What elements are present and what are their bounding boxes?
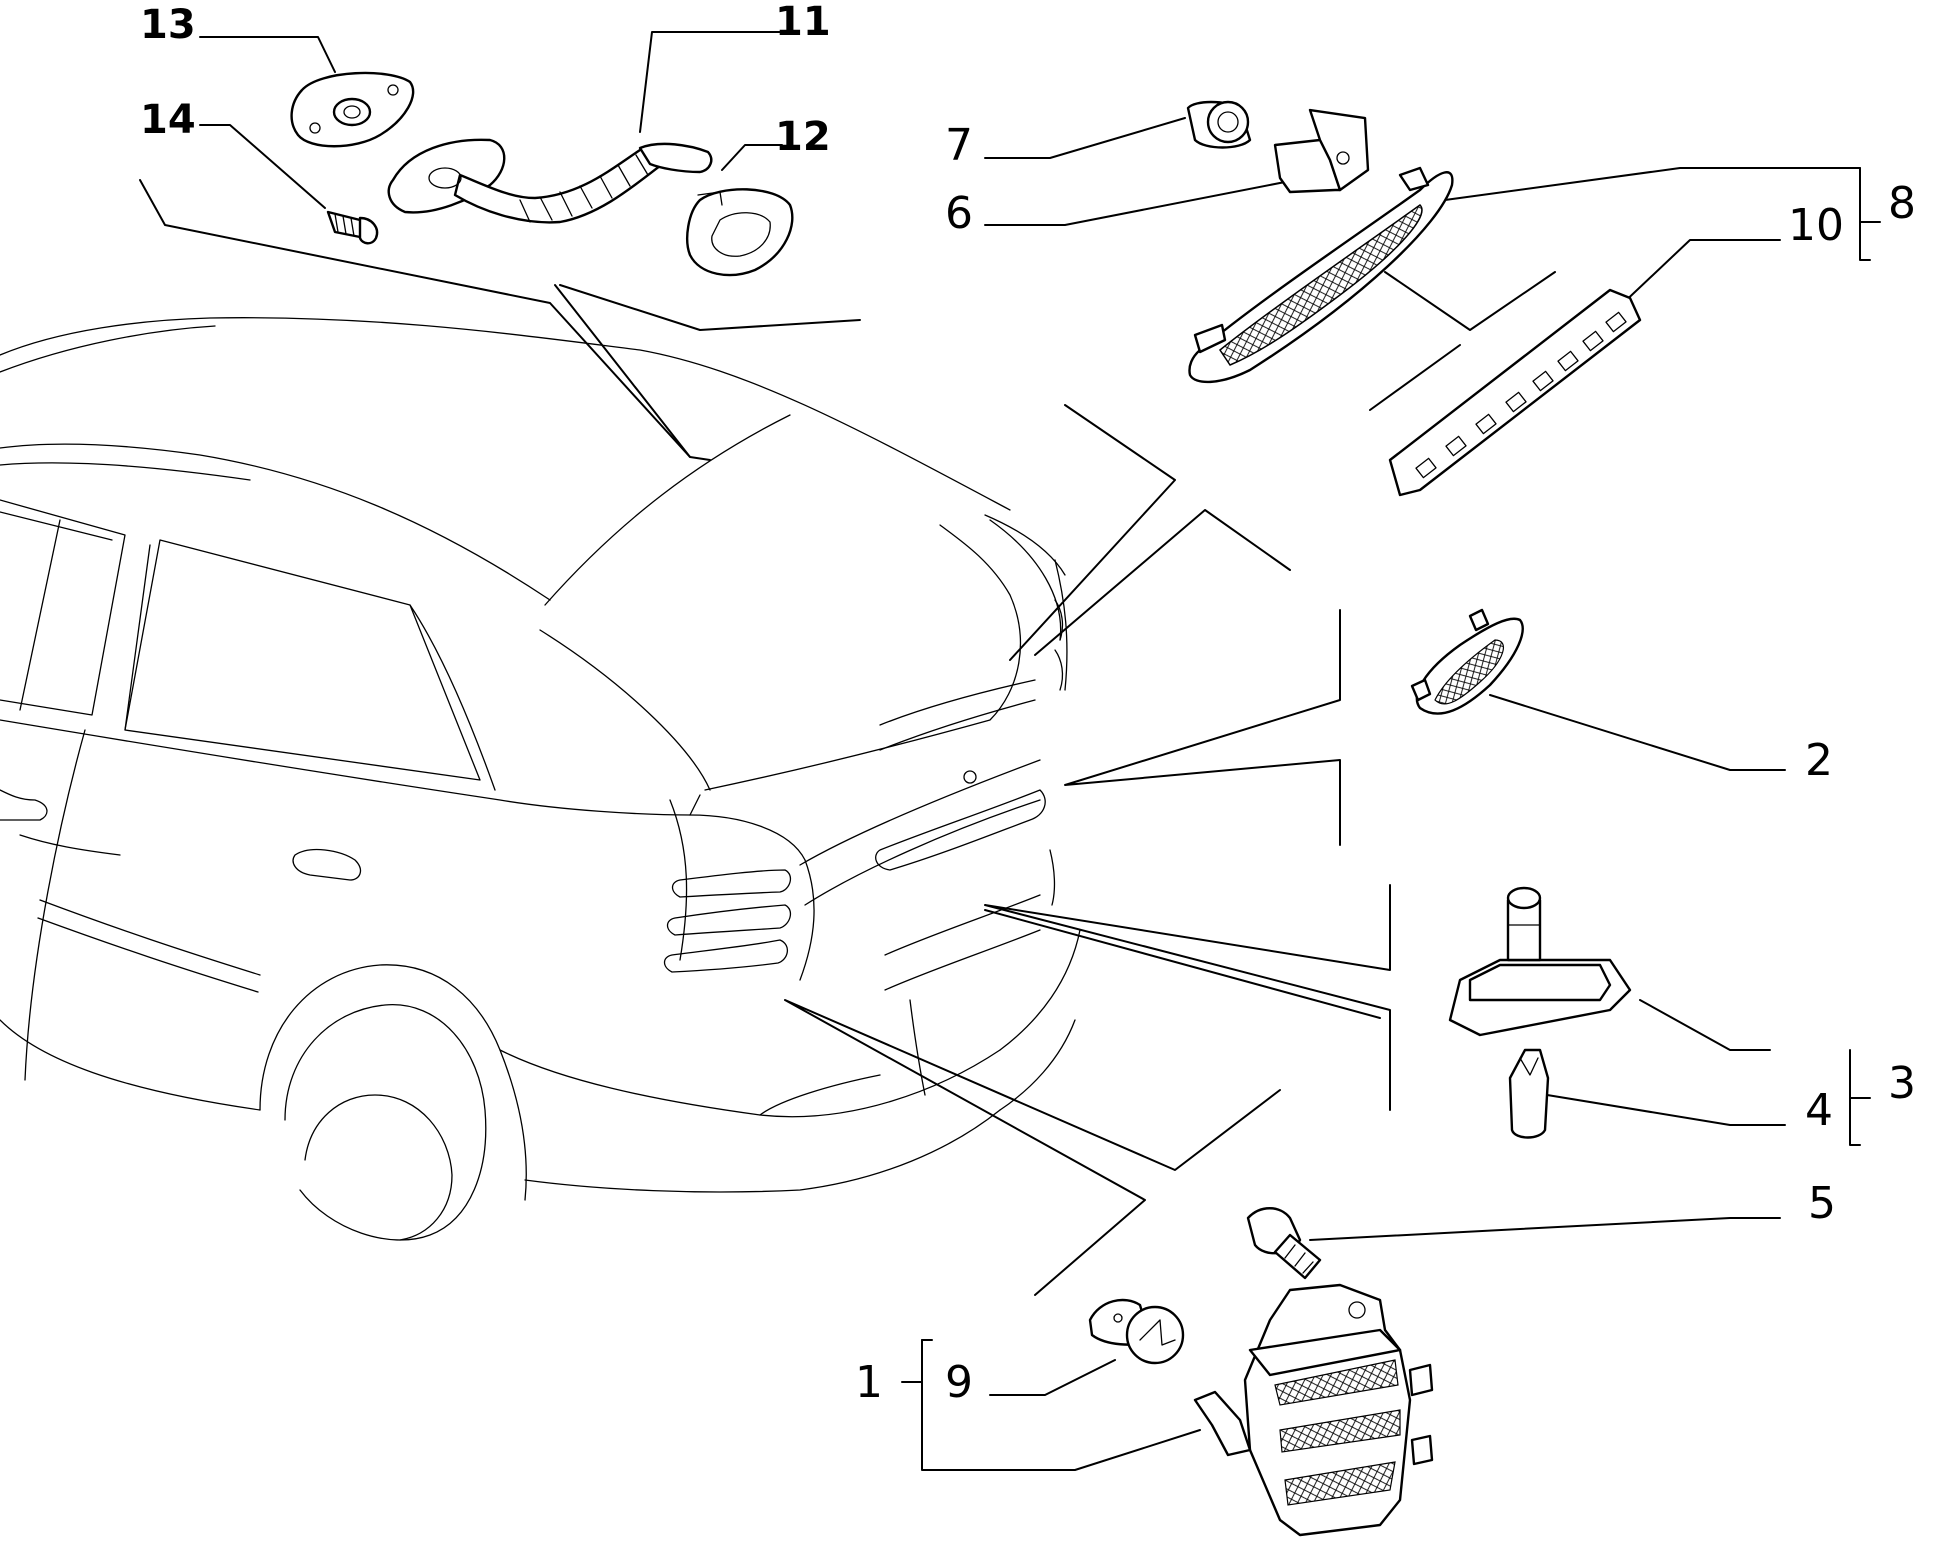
part-12-grommet	[686, 188, 794, 277]
part-2-side-repeater	[1410, 608, 1524, 715]
callout-8: 8	[1888, 178, 1916, 229]
leader-lines	[139, 31, 1881, 1471]
callout-4: 4	[1805, 1085, 1833, 1136]
callout-11: 11	[775, 0, 831, 45]
callout-10: 10	[1788, 200, 1844, 251]
callout-2: 2	[1805, 735, 1833, 786]
part-6-bracket	[1273, 108, 1370, 194]
callout-12: 12	[775, 114, 831, 160]
car-outline	[0, 317, 1081, 1241]
part-4-bulb	[1508, 1048, 1550, 1139]
callout-13: 13	[140, 2, 196, 48]
part-13-gasket	[290, 71, 415, 148]
callout-1: 1	[855, 1357, 883, 1408]
callout-14: 14	[140, 97, 196, 143]
part-11-harness	[387, 138, 713, 224]
callout-6: 6	[945, 188, 973, 239]
part-9-bulb	[1088, 1298, 1185, 1365]
callout-7: 7	[945, 120, 973, 171]
part-7-nut	[1186, 100, 1252, 149]
callout-9: 9	[945, 1357, 973, 1408]
callout-3: 3	[1888, 1058, 1916, 1109]
part-14-screw	[326, 210, 379, 245]
callout-labels: 13 14 11 12 7 6 10 8 2 3 4 5 9 1	[140, 0, 1916, 1408]
part-5-bolt	[1246, 1207, 1322, 1280]
part-1-rear-lamp	[1193, 1283, 1434, 1537]
callout-5: 5	[1808, 1178, 1836, 1229]
part-10-led-board	[1388, 288, 1642, 497]
part-3-plate-lamp	[1448, 886, 1632, 1037]
part-8-stop-lamp	[1188, 166, 1454, 384]
